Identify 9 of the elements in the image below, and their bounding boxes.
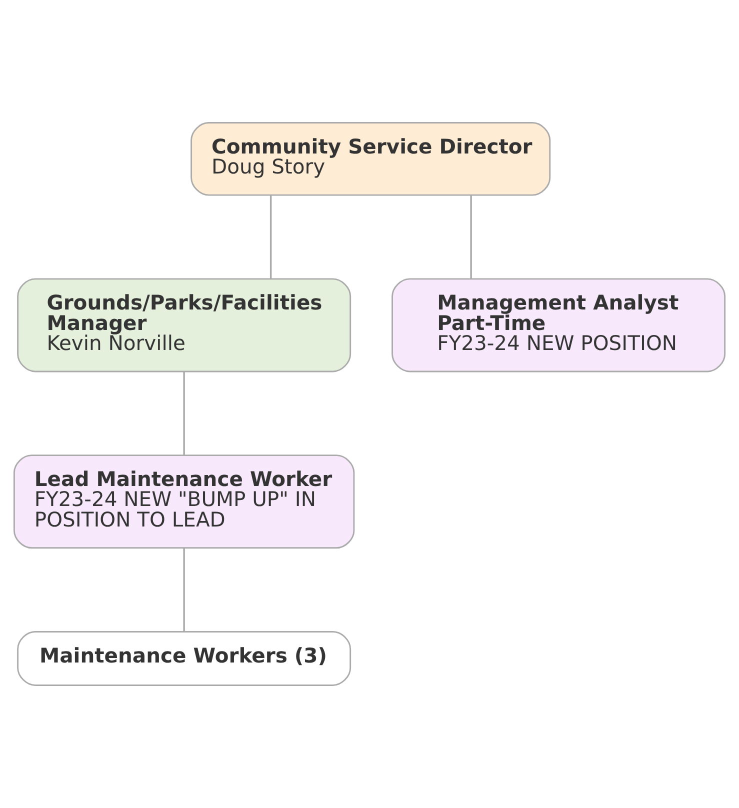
node-box: Management Analyst Part-Time FY23-24 NEW POSITION <box>392 278 726 372</box>
connector <box>183 372 185 455</box>
connector <box>270 195 272 279</box>
node-box: Community Service Director Doug Story <box>190 122 551 196</box>
node-box: Lead Maintenance Worker FY23-24 NEW "BUMP UP" IN POSITION TO LEAD <box>13 454 355 549</box>
connector <box>183 548 185 632</box>
node-box: Grounds/Parks/Facilities Manager Kevin Norville <box>17 278 352 372</box>
node-box: Maintenance Workers (3) <box>17 631 352 686</box>
connector <box>470 195 472 279</box>
